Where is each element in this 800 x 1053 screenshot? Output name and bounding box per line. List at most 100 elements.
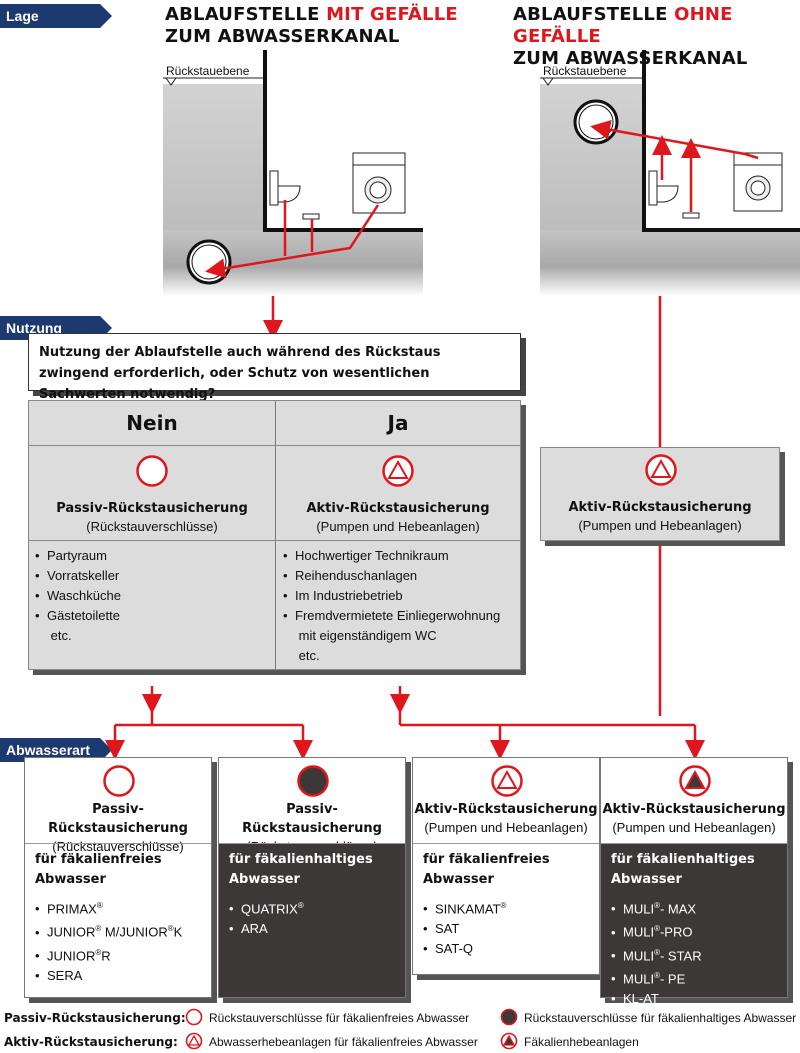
list-item: mit eigenständigem WC	[295, 628, 437, 643]
product-item: MULI®- MAX	[611, 896, 777, 919]
active-triangle-icon	[185, 1032, 203, 1050]
passive-circle-icon	[185, 1008, 203, 1026]
right-toilet-icon	[648, 170, 679, 206]
nein-category-title: Passiv-Rückstausicherung	[56, 501, 248, 516]
list-item: Fremdvermietete Einliegerwohnung	[283, 606, 500, 626]
card-product-panel: für fäkalienfreiesAbwasserSINKAMAT®SATSA…	[413, 843, 599, 974]
left-title-part-a: ABLAUFSTELLE	[165, 4, 327, 25]
active-triangle-icon	[382, 455, 414, 487]
card-wastewater-line1: für fäkalienhaltiges	[229, 852, 373, 867]
left-floor-drain-icon	[302, 213, 320, 220]
card-wastewater-line1: für fäkalienfreies	[423, 852, 550, 867]
legend-passiv-fecal: Rückstauverschlüsse für fäkalienhaltiges…	[524, 1011, 797, 1025]
card-wastewater-line2: Abwasser	[611, 872, 682, 887]
product-item: KL-AT	[611, 989, 777, 1009]
card-category: Passiv-Rückstausicherung(Rückstauverschl…	[25, 800, 211, 856]
right-active-category: Aktiv-Rückstausicherung (Pumpen und Hebe…	[541, 498, 779, 535]
section-lage: Lage	[0, 4, 112, 28]
legend-aktiv-free: Abwasserhebeanlagen für fäkalienfreies A…	[209, 1035, 478, 1049]
left-toilet-icon	[269, 170, 301, 206]
legend-passiv-label: Passiv-Rückstausicherung:	[4, 1011, 186, 1025]
legend-aktiv-fecal: Fäkalienhebeanlagen	[524, 1035, 639, 1049]
usage-question-text: Nutzung der Ablaufstelle auch während de…	[39, 345, 441, 402]
legend-aktiv-label: Aktiv-Rückstausicherung:	[4, 1035, 178, 1049]
ja-heading: Ja	[387, 411, 409, 435]
ja-category: Aktiv-Rückstausicherung (Pumpen und Hebe…	[275, 499, 521, 536]
ja-category-sub: (Pumpen und Hebeanlagen)	[316, 519, 480, 534]
left-scene-title: ABLAUFSTELLE MIT GEFÄLLE ZUM ABWASSERKAN…	[165, 4, 458, 48]
list-item: Waschküche	[35, 586, 121, 606]
passive-circle-icon	[136, 455, 168, 487]
right-title-part-b: OHNE GEFÄLLE	[513, 4, 733, 47]
decision-box: Nein Ja Passiv-Rückstausicherung (Rückst…	[28, 400, 521, 670]
product-card: Aktiv-Rückstausicherung(Pumpen und Hebea…	[412, 757, 600, 975]
passive-filled-circle-icon	[297, 765, 329, 797]
card-subtitle: (Pumpen und Hebeanlagen)	[612, 820, 776, 835]
left-sewer-pipe-icon	[186, 239, 232, 285]
product-item: SERA	[35, 966, 201, 986]
left-wall	[163, 84, 265, 230]
decision-divider	[275, 401, 276, 669]
right-scene-title: ABLAUFSTELLE OHNE GEFÄLLE ZUM ABWASSERKA…	[513, 4, 800, 70]
decision-cat-divider	[29, 540, 520, 541]
right-active-sub: (Pumpen und Hebeanlagen)	[578, 518, 742, 533]
right-flow-lines	[590, 119, 759, 450]
card-wastewater-line2: Abwasser	[423, 872, 494, 887]
card-category: Aktiv-Rückstausicherung(Pumpen und Hebea…	[413, 800, 599, 837]
right-level-marker	[540, 77, 644, 86]
list-item: Partyraum	[35, 546, 121, 566]
left-rueckstauebene-label: Rückstauebene	[166, 64, 250, 78]
passive-circle-icon	[103, 765, 135, 797]
legend-passiv-free: Rückstauverschlüsse für fäkalienfreies A…	[209, 1011, 470, 1025]
right-active-title: Aktiv-Rückstausicherung	[568, 500, 752, 515]
card-product-panel: für fäkalienhaltigesAbwasserMULI®- MAXMU…	[601, 843, 787, 1006]
card-wastewater-line2: Abwasser	[229, 872, 300, 887]
nein-category: Passiv-Rückstausicherung (Rückstauversch…	[29, 499, 275, 536]
left-level-marker	[163, 77, 265, 86]
right-floor-drain-icon	[682, 212, 700, 219]
product-item: JUNIOR®R	[35, 943, 201, 966]
left-washing-machine-icon	[352, 152, 406, 214]
right-ground	[540, 230, 800, 296]
right-title-part-a: ABLAUFSTELLE	[513, 4, 675, 25]
right-rueckstauebene-label: Rückstauebene	[543, 64, 627, 78]
product-item: MULI®- STAR	[611, 943, 777, 966]
section-abwasserart-label: Abwasserart	[6, 742, 91, 758]
card-product-list: QUATRIX®ARA	[229, 896, 395, 939]
active-filled-triangle-icon	[500, 1032, 518, 1050]
card-title: Aktiv-Rückstausicherung	[602, 802, 786, 817]
list-item: Vorratskeller	[35, 566, 121, 586]
right-sewer-pipe-icon	[573, 99, 619, 145]
card-category: Aktiv-Rückstausicherung (Pumpen und Hebea…	[601, 800, 787, 837]
usage-question: Nutzung der Ablaufstelle auch während de…	[28, 333, 521, 402]
passive-filled-circle-icon	[500, 1008, 518, 1026]
left-title-part-b: MIT GEFÄLLE	[326, 4, 458, 25]
product-item: MULI®-PRO	[611, 919, 777, 942]
card-title: Passiv-Rückstausicherung	[48, 802, 188, 836]
nein-heading: Nein	[126, 411, 178, 435]
product-item: SAT	[423, 919, 589, 939]
product-item: QUATRIX®	[229, 896, 395, 919]
active-triangle-icon	[645, 454, 677, 486]
card-title: Passiv-Rückstausicherung	[242, 802, 382, 836]
card-product-list: SINKAMAT®SATSAT-Q	[423, 896, 589, 959]
card-product-list: PRIMAX®JUNIOR® M/JUNIOR®KJUNIOR®RSERA	[35, 896, 201, 986]
list-item: etc.	[295, 648, 320, 663]
product-item: PRIMAX®	[35, 896, 201, 919]
decision-head-divider	[29, 445, 520, 446]
product-card: Passiv-Rückstausicherung(Rückstauverschl…	[218, 757, 406, 998]
right-building-outline	[642, 50, 800, 232]
list-item: Gästetoilette	[35, 606, 121, 626]
list-item: Im Industriebetrieb	[283, 586, 500, 606]
list-item: etc.	[47, 628, 72, 643]
product-item: SINKAMAT®	[423, 896, 589, 919]
product-item: JUNIOR® M/JUNIOR®K	[35, 919, 201, 942]
left-flow-lines	[205, 200, 380, 279]
product-item: MULI®- PE	[611, 966, 777, 989]
ja-examples-list: Hochwertiger Technikraum Reihenduschanla…	[283, 546, 500, 666]
ja-category-title: Aktiv-Rückstausicherung	[306, 501, 490, 516]
right-title-part-c: ZUM ABWASSERKANAL	[513, 48, 748, 69]
